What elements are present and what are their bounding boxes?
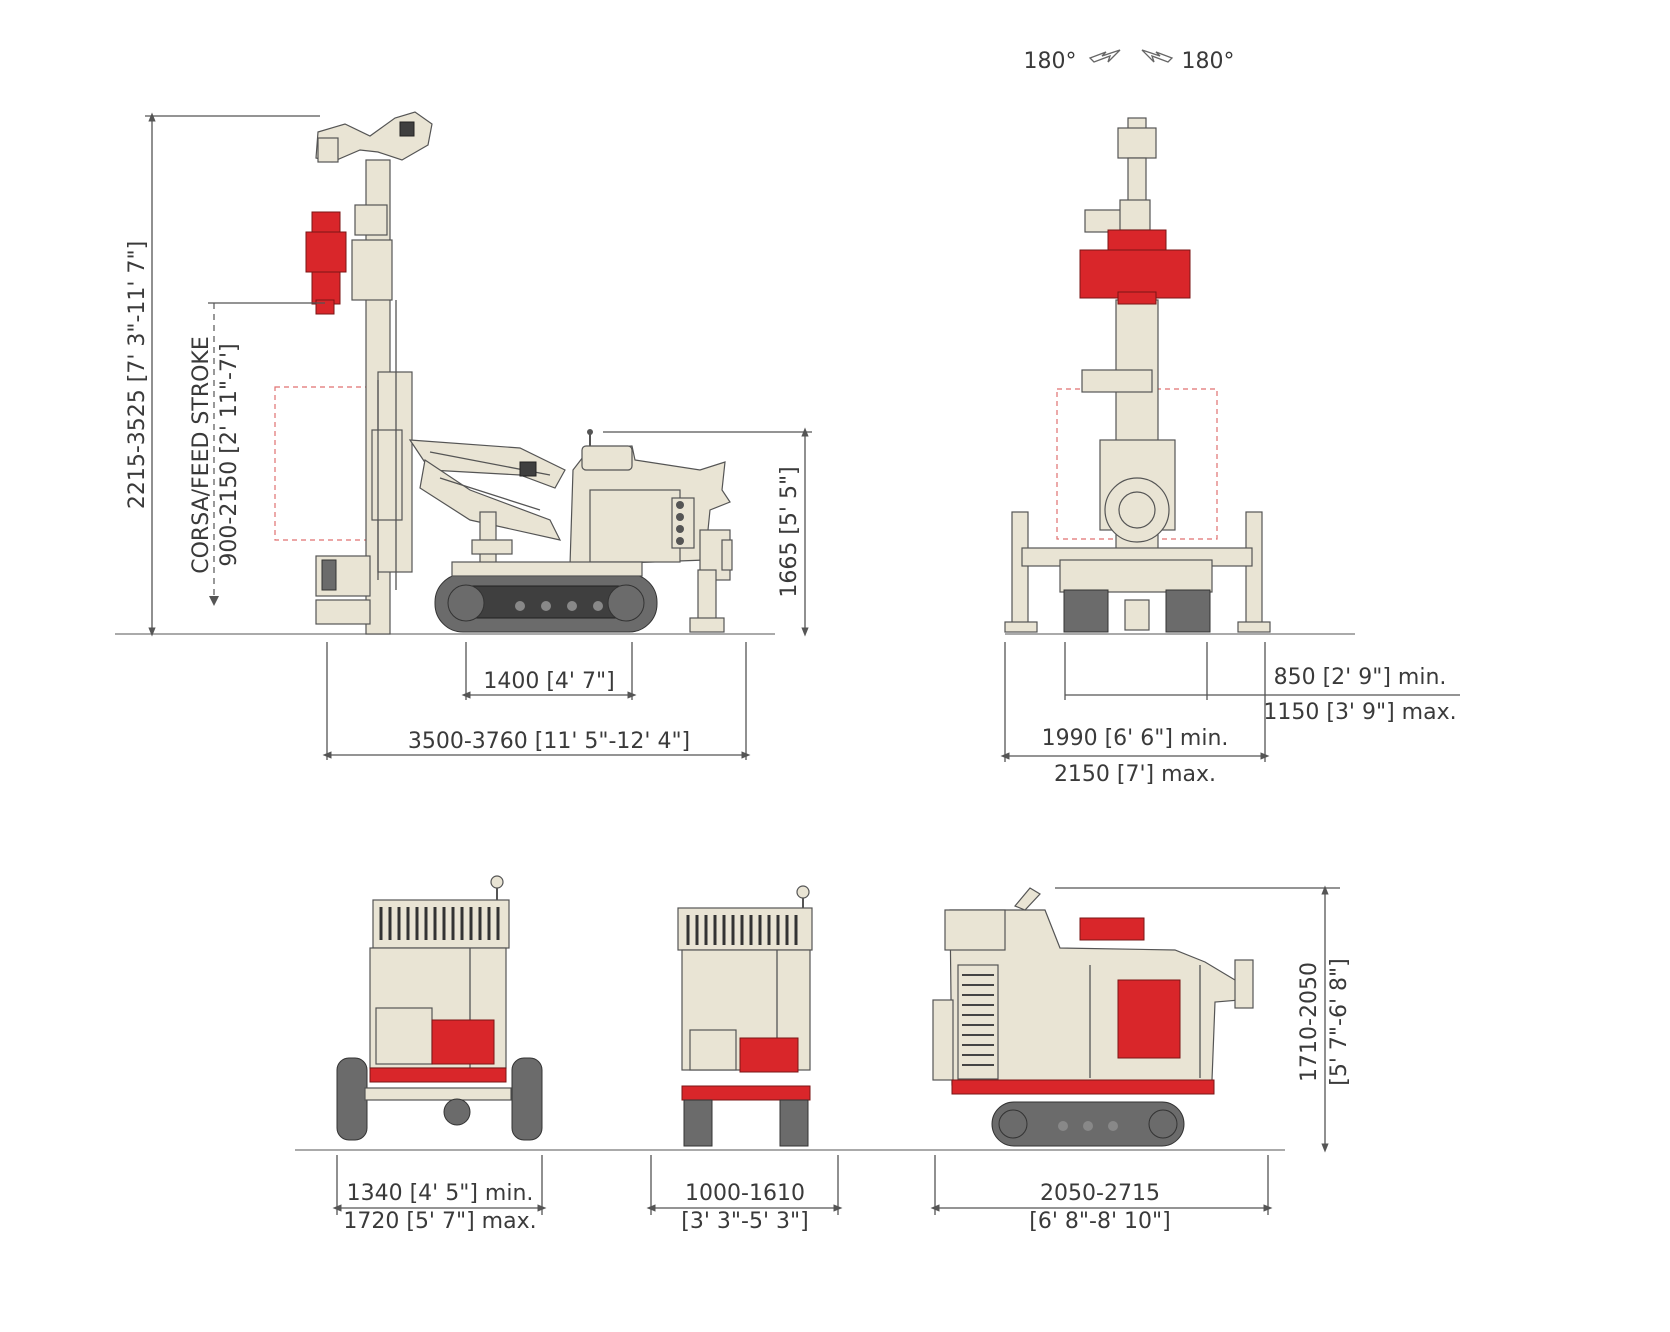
clamp-unit [315, 555, 371, 625]
total-height-label: 2215-3525 [7' 3"-11' 7"] [125, 241, 150, 509]
front-tracks [1059, 559, 1213, 633]
overall-length-label: 3500-3760 [11' 5"-12' 4"] [408, 729, 690, 754]
right-wheel-icon [511, 1057, 543, 1141]
track-length-label: 1400 [4' 7"] [483, 669, 614, 694]
side-red-door [1117, 979, 1181, 1059]
front-width-min-label: 1990 [6' 6"] min. [1042, 726, 1229, 751]
drill-mast [315, 111, 433, 635]
side-vent-grille [962, 974, 994, 1066]
feed-stroke-value: 900-2150 [2' 11"-7'] [217, 343, 242, 566]
left-track-icon [683, 1099, 713, 1147]
side-dashed-envelope [274, 386, 386, 541]
tracked-width-label: 1000-1610 [685, 1181, 805, 1206]
outrigger-min-label: 850 [2' 9"] min. [1274, 665, 1447, 690]
right-track-icon [779, 1099, 809, 1147]
tracked-radiator-grille [686, 915, 798, 945]
transport-side-view: 2050-2715 [6' 8"-8' 10"] 1710-2050 [5' 7… [930, 885, 1352, 1234]
rotary-head [305, 211, 347, 315]
front-mast [1081, 117, 1176, 571]
crawler-track [434, 561, 658, 633]
body-height-label: 1665 [5' 5"] [777, 466, 802, 597]
wheeled-width-max-label: 1720 [5' 7"] max. [343, 1209, 536, 1234]
side-top-red-badge [1079, 917, 1145, 941]
side-view: 2215-3525 [7' 3"-11' 7"] CORSA/FEED STRO… [115, 111, 812, 760]
wheeled-rear-view: 1340 [4' 5"] min. 1720 [5' 7"] max. [295, 875, 1285, 1234]
feed-stroke-arrow-icon [209, 596, 219, 606]
outrigger-max-label: 1150 [3' 9"] max. [1263, 700, 1456, 725]
transport-length-imperial-label: [6' 8"-8' 10"] [1029, 1209, 1170, 1234]
rotation-left-label: 180° [1024, 49, 1077, 74]
gauge-icon [490, 875, 504, 889]
tracked-width-imperial-label: [3' 3"-5' 3"] [681, 1209, 808, 1234]
front-view: 850 [2' 9"] min. 1150 [3' 9"] max. 1990 … [1000, 117, 1460, 787]
rear-outrigger [689, 539, 733, 633]
transport-height-label: 1710-2050 [1297, 962, 1322, 1082]
left-wheel-icon [336, 1057, 368, 1141]
tracked-red-panel [739, 1037, 799, 1073]
rotation-right-label: 180° [1182, 49, 1235, 74]
radiator-grille [379, 907, 500, 940]
power-pack-body [569, 429, 731, 581]
feed-stroke-label: CORSA/FEED STROKE [189, 336, 214, 574]
wheeled-red-panel [431, 1019, 495, 1065]
transport-height-imperial-label: [5' 7"-6' 8"] [1327, 958, 1352, 1085]
tracked-gauge-icon [796, 885, 810, 899]
front-rotary-head [1079, 229, 1191, 305]
rotate-right-arrow-icon [1141, 49, 1174, 63]
boom-arm [408, 439, 566, 541]
rotation-indicator: 180° 180° [1024, 49, 1235, 74]
transport-length-label: 2050-2715 [1040, 1181, 1160, 1206]
front-width-max-label: 2150 [7'] max. [1054, 762, 1216, 787]
wheeled-width-min-label: 1340 [4' 5"] min. [347, 1181, 534, 1206]
tracked-rear-view: 1000-1610 [3' 3"-5' 3"] [646, 885, 843, 1234]
rotate-left-arrow-icon [1088, 49, 1121, 63]
